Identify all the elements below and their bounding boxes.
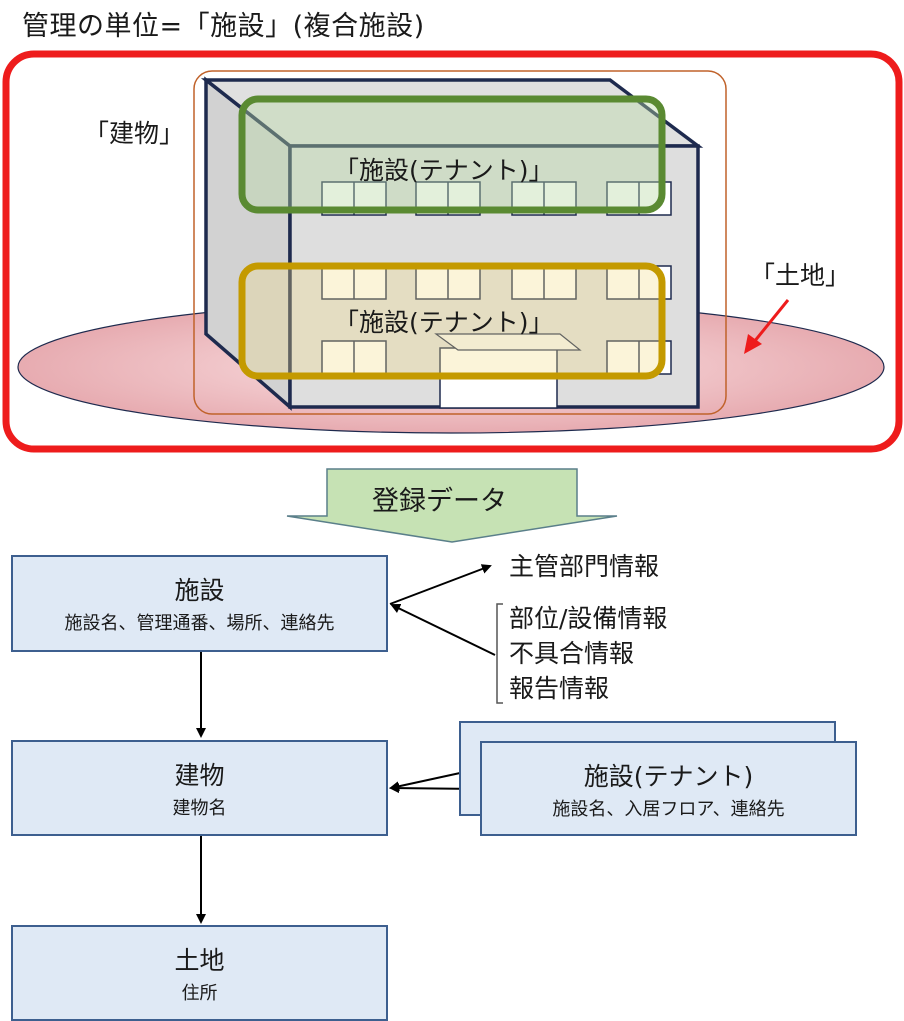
tenant-box-title: 施設(テナント) (583, 762, 754, 791)
tenant-bottom-label: 「施設(テナント)」 (334, 308, 554, 337)
building-box-title: 建物 (174, 761, 225, 790)
list-item: 不具合情報 (509, 639, 635, 668)
related-info-list: 部位/設備情報 不具合情報 報告情報 (509, 601, 667, 706)
tenant-box-subtitle: 施設名、入居フロア、連絡先 (552, 799, 785, 820)
tenant-box: 施設(テナント) 施設名、入居フロア、連絡先 (480, 741, 857, 836)
list-item: 報告情報 (509, 674, 610, 703)
building-box: 建物 建物名 (11, 740, 388, 836)
windows-floor-1 (321, 340, 672, 375)
building-outline (193, 70, 727, 415)
windows-floor-2 (321, 265, 672, 300)
management-unit-frame (2, 50, 903, 453)
registration-arrow (286, 468, 618, 543)
list-item: 部位/設備情報 (509, 604, 668, 633)
tenant-top-label: 「施設(テナント)」 (334, 156, 554, 185)
tenant-bottom-frame (238, 262, 666, 380)
land-box-subtitle: 住所 (181, 983, 218, 1004)
land-label: 「土地」 (750, 261, 851, 290)
tenant-top-frame (238, 95, 666, 214)
entrance-canopy (434, 333, 582, 351)
page-title: 管理の単位=「施設」(複合施設) (22, 11, 425, 42)
building-box-subtitle: 建物名 (172, 798, 227, 819)
land-box: 土地 住所 (11, 925, 388, 1021)
facility-box: 施設 施設名、管理通番、場所、連絡先 (11, 555, 388, 652)
facility-box-subtitle: 施設名、管理通番、場所、連絡先 (64, 613, 335, 634)
registration-arrow-label: 登録データ (372, 486, 507, 517)
composite-facility-illustration (2, 50, 903, 543)
building-label: 「建物」 (84, 119, 185, 148)
land-box-title: 土地 (174, 946, 225, 975)
dept-info-label: 主管部門情報 (509, 552, 660, 581)
land-pointer-arrow (744, 299, 790, 354)
facility-box-title: 施設 (174, 576, 225, 605)
